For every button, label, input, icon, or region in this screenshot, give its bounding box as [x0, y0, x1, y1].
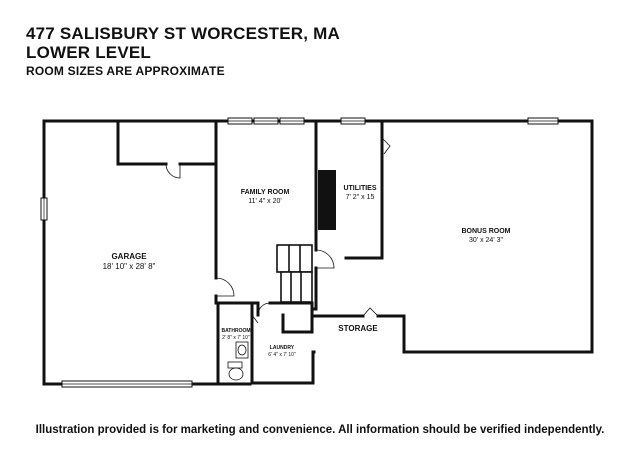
utilities-label: UTILITIES 7' 2" x 15 — [343, 184, 376, 202]
bathroom-fixtures — [227, 341, 249, 381]
family-room-label: FAMILY ROOM 11' 4" x 20' — [241, 188, 290, 206]
laundry-name: LAUNDRY — [269, 345, 295, 351]
bathroom-dims: 2' 8" x 7' 10" — [222, 334, 250, 341]
bonus-room-label: BONUS ROOM 30' x 24' 3" — [462, 227, 511, 245]
family-room-dims: 11' 4" x 20' — [248, 198, 282, 205]
approximate-note: ROOM SIZES ARE APPROXIMATE — [26, 64, 225, 78]
bonus-room-dims: 30' x 24' 3" — [469, 237, 503, 244]
utilities-wall — [344, 119, 384, 260]
laundry-dims: 6' 4" x 7' 10" — [268, 351, 296, 358]
bonus-room-name: BONUS ROOM — [461, 228, 511, 235]
bathroom-name: BATHROOM — [221, 328, 251, 334]
window-lines — [43, 120, 558, 385]
bathroom-label: BATHROOM 2' 8" x 7' 10" — [221, 328, 250, 341]
utility-equipment — [318, 170, 336, 230]
utilities-dims: 7' 2" x 15 — [345, 194, 375, 201]
storage-wall — [311, 314, 406, 353]
stairs — [276, 244, 313, 303]
family-room-partition-wall — [311, 119, 318, 311]
address-title: 477 SALISBURY ST WORCESTER, MA — [26, 24, 340, 43]
family-room-name: FAMILY ROOM — [240, 189, 290, 196]
laundry-label: LAUNDRY 6' 4" x 7' 10" — [268, 345, 295, 358]
utilities-name: UTILITIES — [343, 185, 377, 192]
garage-name: GARAGE — [111, 252, 147, 261]
disclaimer: Illustration provided is for marketing a… — [35, 424, 605, 436]
bath-laundry-wall — [216, 301, 314, 385]
garage-dims: 18' 10" x 28' 8" — [102, 262, 156, 271]
storage-label: STORAGE — [338, 324, 377, 334]
door-swings — [165, 137, 391, 324]
garage-partition-wall — [214, 119, 260, 305]
garage-label: GARAGE 18' 10" x 28' 8" — [103, 252, 156, 272]
garage-closet-wall — [116, 119, 217, 166]
level-title: LOWER LEVEL — [26, 43, 151, 62]
storage-name: STORAGE — [338, 324, 378, 333]
